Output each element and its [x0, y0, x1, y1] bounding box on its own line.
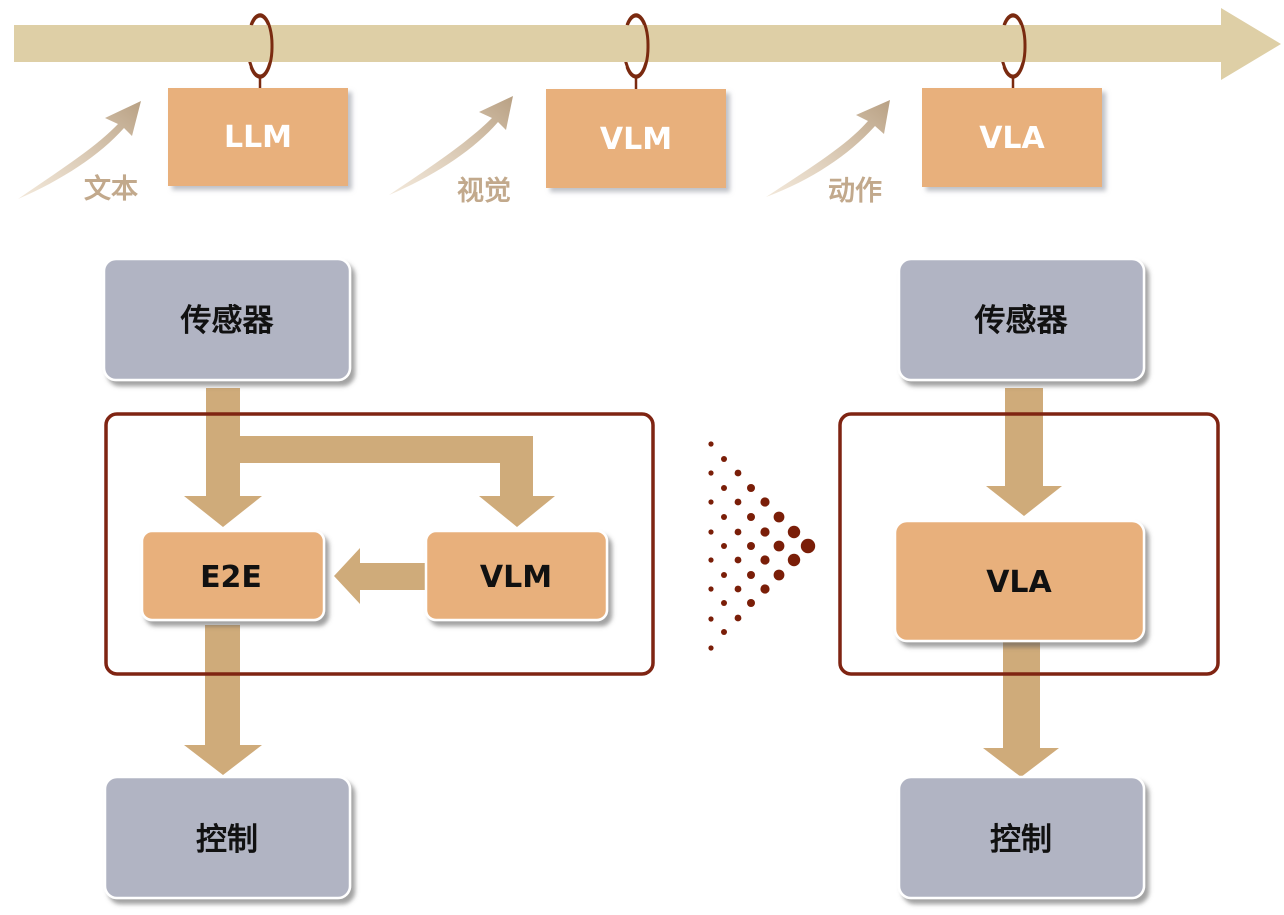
model-label: LLM — [224, 120, 292, 155]
halftone-dot — [760, 527, 770, 537]
category-label: 视觉 — [457, 176, 511, 207]
arrow-vla-to-control — [983, 642, 1059, 777]
timeline-stage-vision: 视觉 VLM — [389, 89, 726, 207]
halftone-dot — [747, 599, 755, 607]
category-label: 文本 — [84, 173, 138, 205]
halftone-dot — [721, 600, 727, 606]
halftone-dot — [708, 470, 714, 476]
right-pipeline: 传感器 VLA 控制 — [838, 257, 1220, 900]
category-label: 动作 — [828, 176, 882, 207]
model-frame — [104, 412, 655, 676]
dotted-triangle-arrow-icon — [708, 441, 816, 651]
halftone-dot — [787, 553, 801, 567]
model-box-llm: LLM — [168, 88, 348, 186]
halftone-dot — [708, 441, 714, 447]
left-pipeline: 传感器 E2E VLM 控制 — [102, 257, 655, 900]
sensor-label: 传感器 — [180, 303, 275, 339]
sensor-label: 传感器 — [974, 303, 1069, 339]
arrow-vlm-to-e2e — [334, 548, 427, 604]
halftone-dot — [787, 525, 801, 539]
arrow-sensor-to-vlm — [240, 436, 555, 527]
model-box-vla: VLA — [922, 88, 1102, 187]
model-frame — [838, 412, 1220, 676]
halftone-dot — [734, 528, 742, 536]
halftone-dot — [721, 572, 727, 578]
vla-label: VLA — [986, 565, 1052, 600]
halftone-dot — [721, 514, 727, 520]
model-box-vlm: VLM — [546, 89, 726, 188]
e2e-box: E2E — [140, 529, 326, 622]
halftone-dot — [708, 645, 714, 651]
halftone-dot — [747, 571, 755, 579]
control-label: 控制 — [990, 822, 1052, 858]
vlm-label: VLM — [480, 560, 552, 595]
halftone-dot — [747, 542, 755, 550]
flow-arrows — [184, 388, 555, 775]
halftone-dot — [721, 629, 727, 635]
arrow-e2e-to-control — [184, 625, 262, 775]
halftone-dot — [773, 511, 785, 523]
control-box: 控制 — [103, 775, 352, 900]
vlm-box: VLM — [424, 529, 609, 622]
control-label: 控制 — [196, 822, 258, 858]
trend-arrow-icon — [389, 96, 513, 195]
trend-arrow-icon — [766, 100, 890, 197]
halftone-dot — [708, 586, 714, 592]
trend-arrow-icon — [18, 101, 141, 199]
halftone-dot — [760, 584, 770, 594]
timeline-stage-text: 文本 LLM — [18, 88, 348, 205]
arrow-sensor-to-vla — [986, 388, 1062, 516]
halftone-dot — [708, 529, 714, 535]
model-label: VLA — [979, 121, 1045, 156]
timeline — [14, 8, 1281, 89]
halftone-dot — [747, 484, 755, 492]
timeline-stage-action: 动作 VLA — [766, 88, 1102, 207]
halftone-dot — [721, 485, 727, 491]
halftone-dot — [721, 543, 727, 549]
halftone-dot — [708, 499, 714, 505]
halftone-dot — [734, 614, 742, 622]
halftone-dot — [734, 585, 742, 593]
halftone-dot — [800, 538, 816, 554]
halftone-dot — [734, 498, 742, 506]
halftone-dot — [734, 556, 742, 564]
halftone-dot — [773, 540, 785, 552]
halftone-dot — [773, 569, 785, 581]
halftone-dot — [747, 513, 755, 521]
halftone-dot — [708, 557, 714, 563]
model-label: VLM — [600, 122, 672, 157]
halftone-dot — [760, 497, 770, 507]
vla-box: VLA — [893, 519, 1146, 643]
halftone-dot — [760, 555, 770, 565]
halftone-dot — [721, 456, 727, 462]
sensor-box: 传感器 — [897, 257, 1146, 382]
control-box: 控制 — [897, 775, 1146, 900]
e2e-label: E2E — [200, 560, 262, 595]
halftone-dot — [734, 469, 742, 477]
sensor-box: 传感器 — [102, 257, 352, 382]
arrow-sensor-to-e2e — [184, 388, 262, 527]
halftone-dot — [708, 616, 714, 622]
